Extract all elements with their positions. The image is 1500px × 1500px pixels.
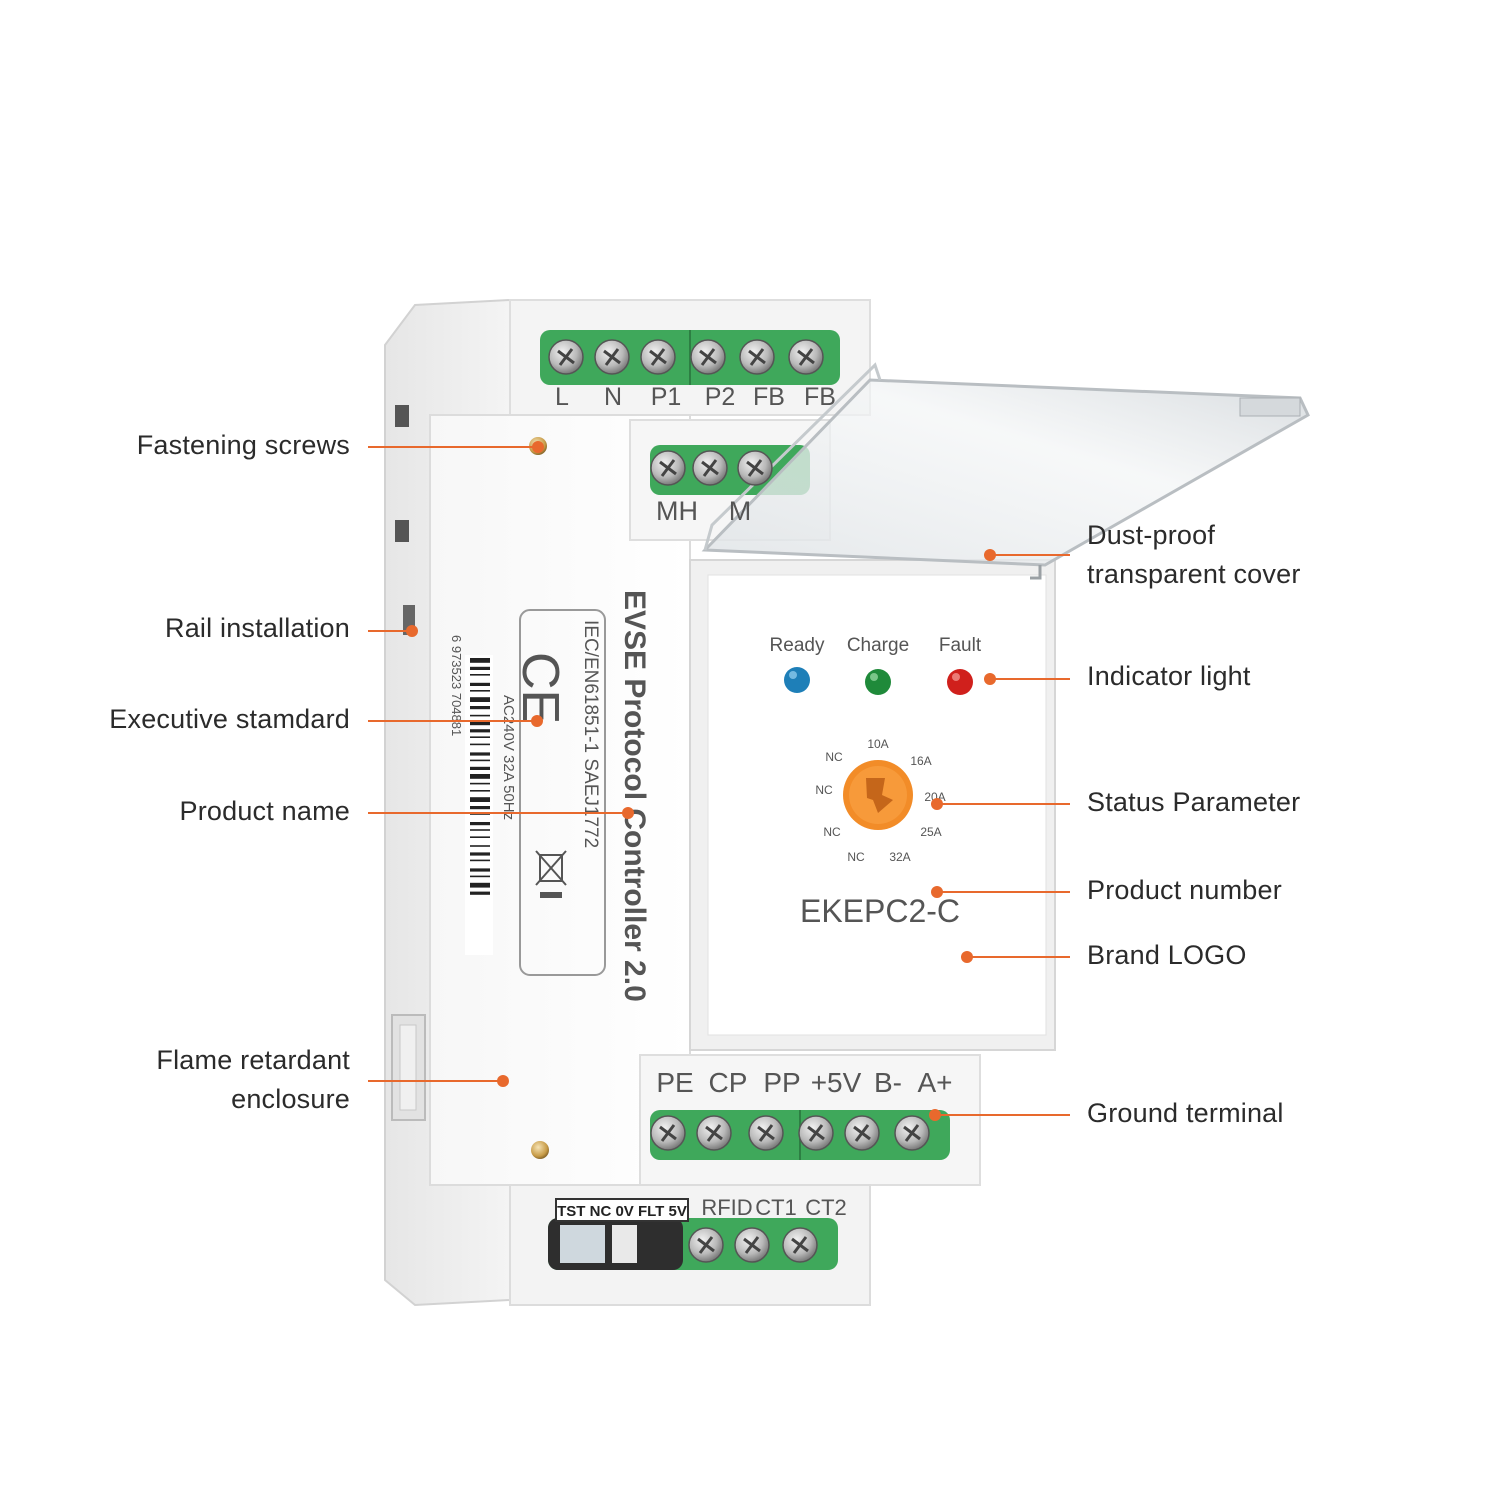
led-charge bbox=[865, 669, 891, 695]
callout-executive-standard: Executive stamdard bbox=[109, 704, 350, 734]
dial-setting-label: NC bbox=[823, 825, 841, 839]
bottom-terminal-label: B- bbox=[874, 1067, 902, 1098]
leader-product-name bbox=[368, 807, 634, 819]
bottom-terminal-screw bbox=[798, 1115, 834, 1151]
top-terminal-label: N bbox=[604, 383, 622, 411]
callout-status-parameter: Status Parameter bbox=[1087, 787, 1301, 817]
callout-dust-proof-line2: transparent cover bbox=[1087, 559, 1301, 589]
bottom-terminal-screw bbox=[748, 1115, 784, 1151]
leader-flame-retardant bbox=[368, 1075, 509, 1087]
bottom-terminal-label: +5V bbox=[811, 1067, 862, 1098]
label-panel bbox=[429, 414, 691, 1186]
top-terminal-label: P2 bbox=[705, 383, 736, 411]
callout-ground-terminal: Ground terminal bbox=[1087, 1098, 1284, 1128]
device-rating: AC240V 32A 50Hz bbox=[500, 695, 517, 820]
aux-terminal-screw bbox=[782, 1227, 818, 1263]
leader-executive-standard bbox=[368, 715, 543, 727]
callout-dust-proof-cover: Dust-proof transparent cover bbox=[1087, 516, 1487, 594]
top-terminal-screw bbox=[788, 339, 824, 375]
callout-product-name: Product name bbox=[179, 796, 350, 826]
indicator-label: Fault bbox=[939, 635, 982, 656]
callout-product-number: Product number bbox=[1087, 875, 1282, 905]
dial-setting-label: 32A bbox=[889, 850, 910, 864]
bottom-terminal-screw bbox=[650, 1115, 686, 1151]
bottom-terminal-label: CP bbox=[709, 1067, 748, 1098]
top-terminal-screw bbox=[640, 339, 676, 375]
top-terminal-label: FB bbox=[753, 383, 785, 411]
top-terminal-screw bbox=[594, 339, 630, 375]
aux-terminal-label: CT1 bbox=[755, 1195, 797, 1220]
mid-terminal-label: MH bbox=[656, 496, 698, 526]
indicator-label: Ready bbox=[770, 635, 825, 656]
dial-setting-label: NC bbox=[815, 783, 833, 797]
device-product-number: EKEPC2-C bbox=[800, 893, 960, 929]
callout-brand-logo: Brand LOGO bbox=[1087, 940, 1247, 970]
mid-terminal-screw bbox=[737, 450, 773, 486]
led-ready bbox=[784, 667, 810, 693]
bottom-terminal-screw bbox=[844, 1115, 880, 1151]
barcode-digits: 6 973523 704881 bbox=[449, 635, 464, 736]
device-product-name: EVSE Protocol Controller 2.0 bbox=[618, 590, 651, 1002]
top-terminal-screw bbox=[548, 339, 584, 375]
indicator-leds bbox=[784, 667, 973, 695]
callout-flame-retardant-line2: enclosure bbox=[231, 1084, 350, 1114]
aux-terminal-screw bbox=[688, 1227, 724, 1263]
dial-setting-label: NC bbox=[847, 850, 865, 864]
leader-ground-terminal bbox=[929, 1109, 1070, 1121]
leader-rail-installation bbox=[368, 625, 418, 637]
dial-setting-label: 25A bbox=[920, 825, 941, 839]
ce-mark: CE bbox=[511, 652, 569, 724]
mid-terminal-screw bbox=[692, 450, 728, 486]
callout-fastening-screws: Fastening screws bbox=[136, 430, 350, 460]
led-fault bbox=[947, 669, 973, 695]
callout-flame-retardant: Flame retardant enclosure bbox=[10, 1041, 350, 1119]
weee-bin-icon bbox=[535, 850, 567, 898]
leader-brand-logo bbox=[961, 951, 1070, 963]
dust-proof-cover bbox=[701, 362, 1310, 580]
device-standard: IEC/EN61851-1 SAEJ1772 bbox=[580, 620, 601, 848]
leader-status-parameter bbox=[931, 798, 1070, 810]
top-terminal-screw bbox=[690, 339, 726, 375]
leader-indicator-light bbox=[984, 673, 1070, 685]
bottom-terminal-label: A+ bbox=[917, 1067, 952, 1098]
callout-rail-installation: Rail installation bbox=[165, 613, 350, 643]
dial-setting-label: 16A bbox=[910, 754, 931, 768]
indicator-label: Charge bbox=[847, 635, 909, 656]
top-terminal-screw bbox=[739, 339, 775, 375]
bottom-terminal-screw bbox=[696, 1115, 732, 1151]
aux-terminal-screw bbox=[734, 1227, 770, 1263]
callout-dust-proof-line1: Dust-proof bbox=[1087, 520, 1216, 550]
mid-terminal-screw bbox=[650, 450, 686, 486]
leader-product-number bbox=[931, 886, 1070, 898]
mid-terminal-label: M bbox=[729, 496, 752, 526]
aux-strip-label: TST NC 0V FLT 5V bbox=[557, 1203, 687, 1220]
rotary-dial bbox=[843, 760, 913, 830]
top-terminal-label: FB bbox=[804, 383, 836, 411]
aux-terminal-label: CT2 bbox=[805, 1195, 847, 1220]
leader-fastening-screws bbox=[368, 441, 544, 453]
leader-dust-proof-cover bbox=[984, 549, 1070, 561]
callout-flame-retardant-line1: Flame retardant bbox=[156, 1045, 350, 1075]
top-terminal-label: P1 bbox=[651, 383, 682, 411]
aux-terminal-label: RFID bbox=[701, 1195, 752, 1220]
fastening-screw-bottom bbox=[531, 1141, 549, 1159]
dial-setting-label: NC bbox=[825, 750, 843, 764]
dial-setting-label: 10A bbox=[867, 737, 888, 751]
barcode bbox=[465, 655, 493, 955]
bottom-terminal-label: PP bbox=[763, 1067, 800, 1098]
bottom-terminal-screw bbox=[894, 1115, 930, 1151]
bottom-terminal-label: PE bbox=[656, 1067, 693, 1098]
callout-indicator-light: Indicator light bbox=[1087, 661, 1251, 691]
top-terminal-label: L bbox=[555, 383, 569, 411]
